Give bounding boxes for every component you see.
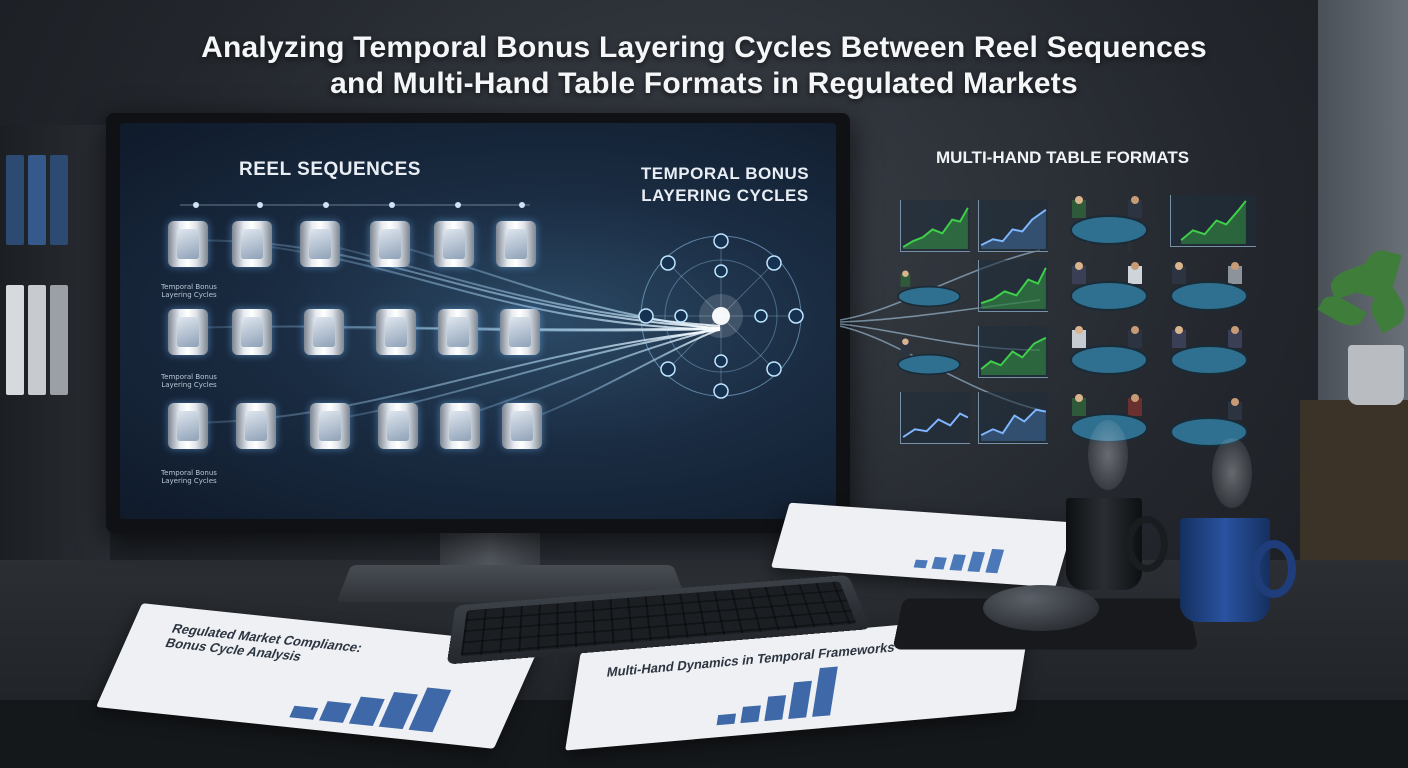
headline-line-2: and Multi-Hand Table Formats in Regulate… xyxy=(330,67,1078,100)
binder xyxy=(28,285,46,395)
reel-icon xyxy=(300,221,340,267)
report-stack-left: Regulated Market Compliance: Bonus Cycle… xyxy=(96,603,540,749)
mini-chart xyxy=(900,200,970,252)
binder xyxy=(6,155,24,245)
mini-chart xyxy=(978,326,1048,378)
mini-chart xyxy=(978,260,1048,312)
bookshelf xyxy=(0,125,110,565)
card-table-icon xyxy=(1170,326,1248,375)
card-table-icon xyxy=(897,338,961,376)
report-left-title: Regulated Market Compliance: Bonus Cycle… xyxy=(163,621,365,670)
mini-chart xyxy=(1170,195,1256,247)
card-table-icon xyxy=(1070,196,1148,252)
binder xyxy=(6,285,24,395)
headline: Analyzing Temporal Bonus Layering Cycles… xyxy=(0,30,1408,102)
reel-icon xyxy=(168,309,208,355)
reel-icon xyxy=(434,221,474,267)
card-table-icon xyxy=(1170,262,1248,311)
card-table-icon xyxy=(1170,398,1248,447)
reel-icon xyxy=(168,403,208,449)
multi-hand-title: MULTI-HAND TABLE FORMATS xyxy=(936,148,1190,167)
binder xyxy=(50,285,68,395)
reel-icon xyxy=(440,403,480,449)
card-table-icon xyxy=(897,270,961,308)
mug-handle xyxy=(1126,516,1168,572)
side-cabinet xyxy=(1300,400,1408,590)
monitor-screen: REEL SEQUENCES Temporal Bonus Layering C… xyxy=(120,123,836,519)
reel-icon xyxy=(232,221,272,267)
reel-row-label: Temporal Bonus Layering Cycles xyxy=(161,469,217,485)
hub-title-line-2: LAYERING CYCLES xyxy=(641,186,809,205)
hub-title-line-1: TEMPORAL BONUS xyxy=(640,164,810,183)
steam xyxy=(1212,438,1252,508)
reel-icon xyxy=(232,309,272,355)
card-table-icon xyxy=(1070,262,1148,311)
monitor: REEL SEQUENCES Temporal Bonus Layering C… xyxy=(106,113,850,533)
reel-icon xyxy=(500,309,540,355)
bar-chart-icon xyxy=(913,548,1005,574)
reel-row-label: Temporal Bonus Layering Cycles xyxy=(161,283,217,299)
reel-icon xyxy=(502,403,542,449)
headline-line-1: Analyzing Temporal Bonus Layering Cycles… xyxy=(201,31,1207,64)
reel-icon xyxy=(370,221,410,267)
report-stack-center: Multi-Hand Dynamics in Temporal Framewor… xyxy=(565,613,1031,751)
reel-icon xyxy=(310,403,350,449)
bar-chart-icon xyxy=(716,666,838,726)
binder xyxy=(28,155,46,245)
steam xyxy=(1088,420,1128,490)
hub-title: TEMPORAL BONUS LAYERING CYCLES xyxy=(620,163,830,207)
mini-chart xyxy=(978,200,1048,252)
mini-chart xyxy=(900,392,970,444)
bar-chart-icon xyxy=(289,687,452,733)
card-table-icon xyxy=(1070,326,1148,375)
reel-icon xyxy=(168,221,208,267)
network-hub-icon xyxy=(638,233,804,399)
reel-icon xyxy=(496,221,536,267)
mini-chart xyxy=(978,392,1048,444)
binder xyxy=(50,155,68,245)
reel-icon xyxy=(236,403,276,449)
reel-icon xyxy=(438,309,478,355)
mug-handle xyxy=(1252,540,1296,598)
mouse xyxy=(983,585,1099,631)
reel-icon xyxy=(304,309,344,355)
reel-sequences-title: REEL SEQUENCES xyxy=(239,159,421,180)
reel-row-label: Temporal Bonus Layering Cycles xyxy=(161,373,217,389)
report-stack-right xyxy=(771,502,1074,588)
plant-pot xyxy=(1348,345,1404,405)
card-table-icon xyxy=(1070,394,1148,443)
reel-icon xyxy=(376,309,416,355)
reel-icon xyxy=(378,403,418,449)
